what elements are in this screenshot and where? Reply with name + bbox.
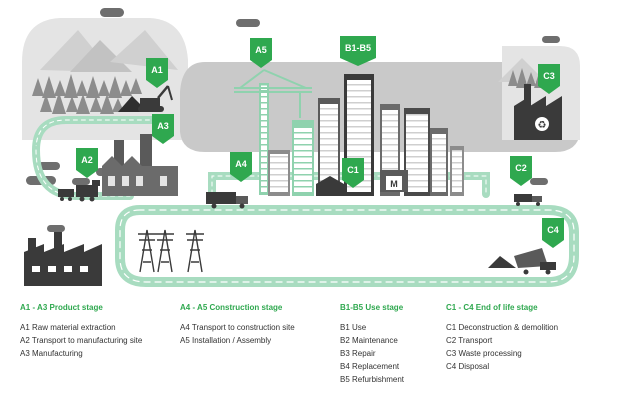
factory [24,232,102,286]
svg-text:A3: A3 [157,121,169,131]
marker-a5: A5 [250,38,272,68]
city-skyline [268,74,464,196]
metro-sign: M [390,179,398,189]
legend-heading: C1 - C4 End of life stage [446,303,538,312]
demolition-site [316,176,344,196]
legend-heading: A1 - A3 Product stage [20,303,103,312]
train [58,180,100,202]
svg-text:C1: C1 [347,165,359,175]
legend-item: C1 Deconstruction & demolition [446,323,559,332]
legend-heading: A4 - A5 Construction stage [180,303,283,312]
svg-text:B1-B5: B1-B5 [345,43,371,53]
legend-item: A2 Transport to manufacturing site [20,336,143,345]
marker-a4: A4 [230,152,252,182]
svg-text:A2: A2 [81,155,93,165]
construction-crane [234,69,312,195]
svg-text:C3: C3 [543,71,555,81]
legend-heading: B1-B5 Use stage [340,303,404,312]
power-pylons [138,229,204,273]
legend-end-of-life-stage: C1 - C4 End of life stage C1 Deconstruct… [446,303,558,373]
life-cycle-illustration: M ♻ A1 A2 A3 [22,8,580,287]
legend-product-stage: A1 - A3 Product stage A1 Raw material ex… [20,303,142,360]
legend-item: A3 Manufacturing [20,349,83,358]
svg-text:A4: A4 [235,159,247,169]
extraction-excavator [118,85,173,112]
marker-a2: A2 [76,148,98,178]
svg-text:A1: A1 [151,65,163,75]
legend-item: B2 Maintenance [340,336,398,345]
legend-item: A5 Installation / Assembly [180,336,272,345]
marker-a1: A1 [146,58,168,88]
dump-truck [488,248,556,275]
legend-item: C3 Waste processing [446,349,522,358]
recycling-icon: ♻ [538,120,547,131]
marker-b1-b5: B1-B5 [340,36,376,66]
truck-c2 [514,194,542,206]
legend-item: A4 Transport to construction site [180,323,295,332]
svg-text:A5: A5 [255,45,267,55]
legend-use-stage: B1-B5 Use stage B1 Use B2 Maintenance B3… [340,303,404,386]
roads [32,116,579,287]
marker-c2: C2 [510,156,532,186]
legend-item: B3 Repair [340,349,376,358]
recycling-plant [514,84,562,140]
legend-item: C4 Disposal [446,362,490,371]
legend-item: B4 Replacement [340,362,400,371]
marker-c4: C4 [542,218,564,248]
marker-c1: C1 [342,158,364,188]
legend-item: C2 Transport [446,336,493,345]
legend-item: A1 Raw material extraction [20,323,116,332]
manufacturing-plant [102,134,178,196]
marker-a3: A3 [152,114,174,144]
legend-item: B1 Use [340,323,367,332]
svg-text:C2: C2 [515,163,527,173]
forest [32,68,554,114]
legend-construction-stage: A4 - A5 Construction stage A4 Transport … [180,303,295,347]
truck-a4 [206,192,248,209]
legend-item: B5 Refurbishment [340,375,405,384]
svg-text:C4: C4 [547,225,559,235]
marker-c3: C3 [538,64,560,94]
